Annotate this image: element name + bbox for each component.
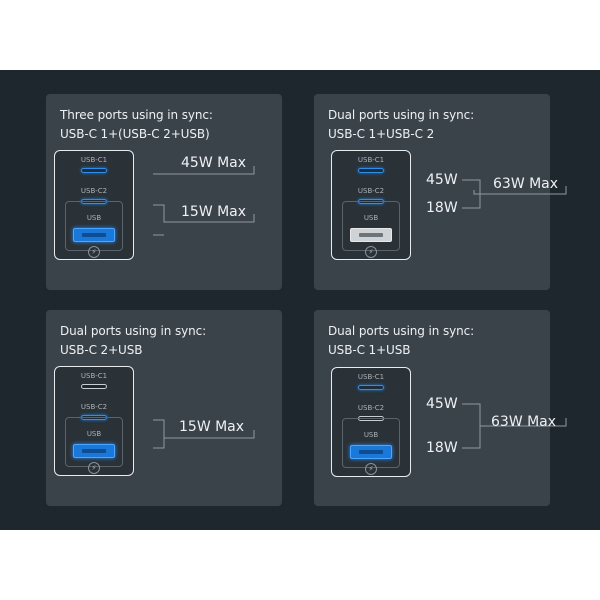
panel-dual-c2-usb: Dual ports using in sync: USB-C 2+USB US… [46, 310, 282, 506]
watt-label-c1: 45W [426, 172, 458, 188]
port-label-usb-c1: USB-C1 [357, 373, 385, 381]
connector-lines [462, 179, 567, 209]
charger-illustration: USB-C1 USB-C2 USB ⚡ [54, 366, 134, 476]
usb-a-port [73, 444, 115, 458]
bolt-icon: ⚡ [88, 462, 100, 474]
panel-dual-c1-usb: Dual ports using in sync: USB-C 1+USB US… [314, 310, 567, 506]
panel-title: Three ports using in sync: [60, 108, 213, 122]
watt-label-top: 45W Max [181, 155, 247, 171]
panel-subtitle: USB-C 1+(USB-C 2+USB) [60, 127, 210, 141]
watt-label-total: 63W Max [491, 414, 557, 430]
port-label-usb: USB [86, 214, 102, 222]
port-label-usb-c2: USB-C2 [80, 403, 108, 411]
port-label-usb-c1: USB-C1 [80, 156, 108, 164]
charger-illustration: USB-C1 USB-C2 USB ⚡ [331, 150, 411, 260]
infographic-background: Three ports using in sync: USB-C 1+(USB-… [0, 70, 600, 530]
usb-a-port [350, 228, 392, 242]
watt-label-c1: 45W [426, 396, 458, 412]
bolt-icon: ⚡ [365, 246, 377, 258]
usb-a-port [73, 228, 115, 242]
port-label-usb: USB [363, 214, 379, 222]
panel-subtitle: USB-C 2+USB [60, 343, 143, 357]
panel-subtitle: USB-C 1+USB-C 2 [328, 127, 435, 141]
bolt-icon: ⚡ [88, 246, 100, 258]
watt-label-bottom: 15W Max [181, 204, 247, 220]
watt-label-c2: 18W [426, 200, 458, 216]
charger-illustration: USB-C1 USB-C2 USB ⚡ [331, 367, 411, 477]
panel-title: Dual ports using in sync: [60, 324, 207, 338]
usb-c1-port [81, 384, 107, 389]
connector-lines [153, 419, 255, 449]
port-label-usb-c2: USB-C2 [80, 187, 108, 195]
watt-label-usb: 18W [426, 440, 458, 456]
port-label-usb-c2: USB-C2 [357, 404, 385, 412]
panel-three-ports: Three ports using in sync: USB-C 1+(USB-… [46, 94, 282, 290]
panel-title: Dual ports using in sync: [328, 108, 475, 122]
watt-label-total: 63W Max [493, 176, 559, 192]
panel-subtitle: USB-C 1+USB [328, 343, 411, 357]
port-label-usb: USB [86, 430, 102, 438]
connector-lines [462, 403, 567, 449]
port-label-usb-c2: USB-C2 [357, 187, 385, 195]
charger-illustration: USB-C1 USB-C2 USB ⚡ [54, 150, 134, 260]
panel-title: Dual ports using in sync: [328, 324, 475, 338]
watt-label-total: 15W Max [179, 419, 245, 435]
port-label-usb: USB [363, 431, 379, 439]
port-label-usb-c1: USB-C1 [357, 156, 385, 164]
usb-c1-port [358, 168, 384, 173]
connector-lines [153, 166, 255, 236]
port-label-usb-c1: USB-C1 [80, 372, 108, 380]
usb-c1-port [358, 385, 384, 390]
bolt-icon: ⚡ [365, 463, 377, 475]
usb-a-port [350, 445, 392, 459]
panel-dual-c1-c2: Dual ports using in sync: USB-C 1+USB-C … [314, 94, 567, 290]
usb-c1-port [81, 168, 107, 173]
